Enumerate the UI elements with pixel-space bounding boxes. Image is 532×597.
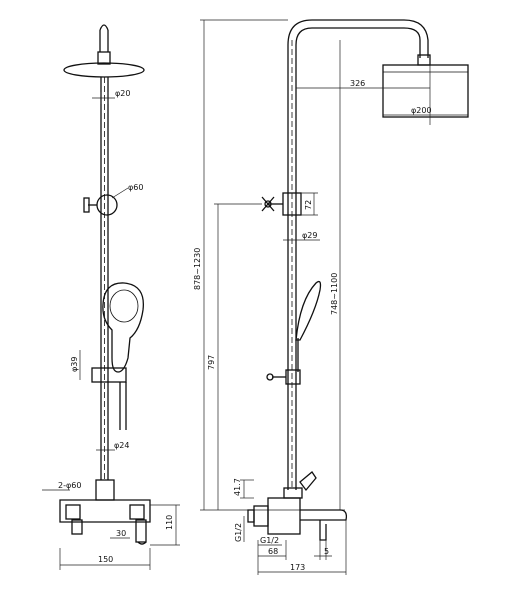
side-collar-diameter-label: φ29 [302, 231, 317, 240]
front-mixer-dims: 110 30 150 [59, 504, 180, 570]
front-shower-head [63, 24, 145, 78]
side-68-label: 68 [268, 547, 278, 556]
side-slide-range-label: 748~1100 [330, 273, 339, 315]
front-holder-diameter-label: φ39 [70, 357, 79, 372]
front-width-150-label: 150 [98, 555, 113, 564]
side-riser-pipe [287, 40, 297, 490]
side-thread-horizontal-label: G1/2 [260, 536, 279, 545]
side-41-7-label: 41.7 [233, 478, 242, 496]
front-view: φ20 φ60 φ39 φ24 [42, 24, 180, 570]
side-view: 326 φ200 72 φ29 [193, 19, 469, 575]
front-wall-flange-label: 2-φ60 [58, 481, 81, 490]
side-thread-vertical-label: G1/2 [234, 523, 243, 542]
side-hand-shower [295, 280, 322, 372]
side-797-label: 797 [207, 355, 216, 370]
side-diverter-collar: 72 φ29 [261, 192, 320, 241]
side-collar-72-label: 72 [304, 200, 313, 210]
front-diverter: φ60 [83, 183, 143, 216]
side-arm-326-label: 326 [350, 79, 365, 88]
front-diverter-diameter-label: φ60 [128, 183, 143, 192]
side-head-diameter-label: φ200 [411, 106, 432, 115]
side-height-dims: 878~1230 797 748~1100 [193, 19, 345, 511]
front-holder: φ39 [70, 350, 127, 430]
side-mixer [247, 471, 348, 541]
front-offset-30-label: 30 [116, 529, 126, 538]
side-5-label: 5 [324, 547, 329, 556]
side-arm-dims: 326 φ200 [296, 60, 468, 125]
front-head-diameter-dim: φ20 [92, 89, 130, 104]
side-173-label: 173 [290, 563, 305, 572]
side-shower-head [382, 64, 469, 118]
front-pipe-diameter-dim: φ24 [96, 441, 129, 451]
side-total-height-label: 878~1230 [193, 248, 202, 290]
front-riser-pipe [100, 77, 109, 480]
side-mixer-dims: 41.7 G1/2 G1/2 68 5 173 [233, 478, 347, 575]
front-head-diameter-label: φ20 [115, 89, 130, 98]
front-height-110-label: 110 [165, 515, 174, 530]
side-overhead-arm [287, 19, 431, 195]
front-mixer: 2-φ60 [42, 479, 151, 545]
front-hand-shower [102, 282, 145, 373]
front-pipe-diameter-label: φ24 [114, 441, 129, 450]
side-holder [266, 369, 301, 385]
